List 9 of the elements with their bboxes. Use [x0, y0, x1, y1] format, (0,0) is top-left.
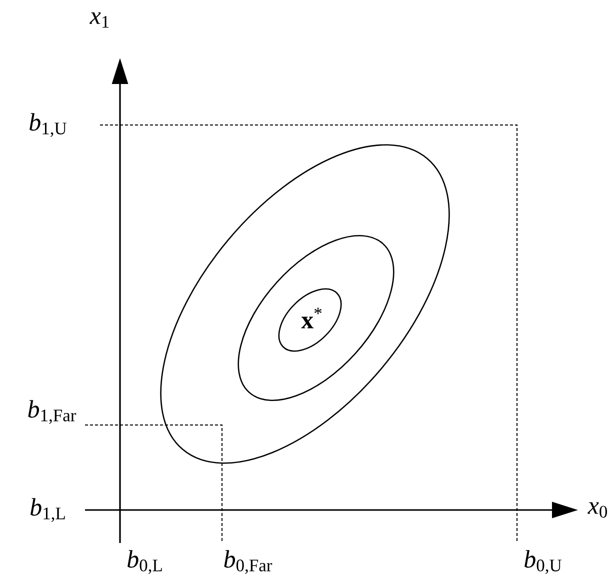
bound-label: b$_{0,Far}$	[224, 550, 272, 574]
bound-label: b$_{0,U}$	[524, 550, 562, 574]
axis-label: x$_{0}$	[588, 502, 607, 518]
bound-label: b$_{1,Far}$	[28, 400, 76, 424]
point-label: x$^{*}$	[301, 308, 322, 328]
bound-label: b$_{1,L}$	[30, 498, 65, 522]
bound-label: b$_{1,U}$	[30, 113, 67, 137]
axis-label: x$_{1}$	[90, 12, 109, 28]
bound-label: b$_{0,L}$	[128, 550, 162, 574]
